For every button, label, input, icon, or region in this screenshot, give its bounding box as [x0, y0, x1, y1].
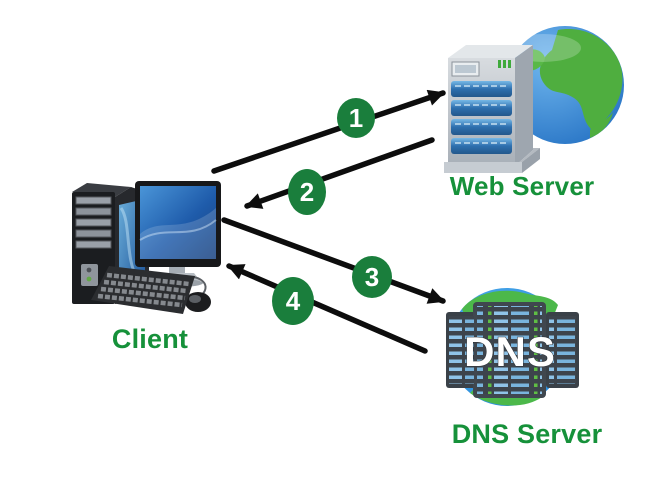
step-badge-4: 4 [272, 277, 314, 325]
arrow-step-2-web-server-to-client [244, 137, 435, 209]
step-number-3: 3 [364, 262, 380, 292]
step-number-2: 2 [299, 177, 315, 207]
client-node [65, 178, 230, 318]
arrow-step-3-client-to-dns-server [221, 217, 446, 304]
dns-rack-globe-icon: DNS [446, 288, 579, 406]
step-badge-3: 3 [352, 256, 392, 298]
dns-server-node: DNS [440, 285, 588, 417]
web-server-label: Web Server [449, 171, 595, 201]
arrow-step-4-dns-server-to-client [226, 263, 428, 354]
step-badge-2: 2 [288, 169, 326, 215]
server-tower-globe-icon [444, 26, 624, 173]
dns-wordmark: DNS [464, 328, 556, 375]
step-number-4: 4 [285, 286, 301, 316]
desktop-computer-icon [72, 181, 221, 314]
client-label: Client [111, 324, 189, 354]
dns-server-label: DNS Server [451, 419, 603, 449]
step-number-1: 1 [348, 103, 364, 133]
web-server-node [440, 18, 645, 178]
step-badge-1: 1 [337, 98, 375, 138]
arrow-step-1-client-to-web-server [211, 89, 446, 174]
